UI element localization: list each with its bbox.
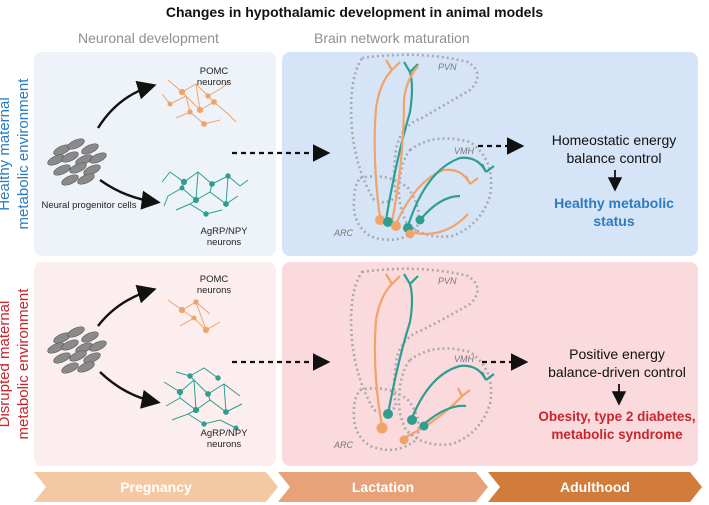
stage-pregnancy-chevron [34, 472, 278, 502]
region-label-arc-disrupted: ARC [334, 440, 354, 450]
panel-healthy-network-maturation [282, 52, 698, 256]
stage-adulthood: Adulthood [488, 472, 702, 502]
outcome-disrupted-line1: Positive energy [569, 346, 665, 362]
region-label-vmh-disrupted: VMH [454, 354, 474, 364]
column-heading-brain-network-maturation: Brain network maturation [314, 30, 470, 46]
pomc-neuron-cluster-healthy [161, 79, 237, 127]
stage-adulthood-chevron [488, 472, 702, 502]
progenitor-cell-cluster-healthy [45, 136, 109, 188]
column-heading-neuronal-development: Neuronal development [78, 30, 219, 46]
region-label-pvn-healthy: PVN [438, 62, 457, 72]
arrow-to-agrp-disrupted [99, 371, 161, 409]
status-disrupted-line1: Obesity, type 2 diabetes, [538, 409, 696, 424]
neuron-projections-disrupted [373, 273, 495, 439]
region-label-vmh-healthy: VMH [454, 146, 474, 156]
agrp-neuron-cluster-disrupted [163, 367, 243, 431]
outcome-healthy-line1: Homeostatic energy [551, 132, 677, 148]
region-label-pvn-disrupted: PVN [438, 276, 457, 286]
label-neural-progenitor-cells: Neural progenitor cells [41, 200, 137, 211]
status-disrupted-line2: metabolic syndrome [551, 427, 683, 442]
arrow-to-pomc-healthy [96, 80, 157, 129]
stage-lactation-chevron [278, 472, 488, 502]
status-healthy: Healthy metabolic status [528, 194, 700, 230]
stage-adulthood-label: Adulthood [560, 479, 630, 495]
stage-pregnancy-label: Pregnancy [120, 479, 192, 495]
label-pomc-neurons-healthy: POMC neurons [196, 66, 232, 88]
status-healthy-line2: status [593, 213, 635, 229]
agrp-neuron-cluster-healthy [161, 171, 249, 217]
brain-region-outlines-disrupted [349, 267, 493, 452]
region-label-arc-healthy: ARC [334, 228, 354, 238]
label-pomc-neurons-disrupted: POMC neurons [196, 274, 232, 296]
label-agrp-npy-neurons-healthy: AgRP/NPY neurons [200, 226, 248, 248]
outcome-healthy: Homeostatic energy balance control [528, 131, 700, 167]
panel-disrupted-network-maturation [282, 262, 698, 466]
stage-lactation-label: Lactation [351, 479, 415, 495]
neuron-somata-disrupted [376, 409, 429, 445]
status-disrupted: Obesity, type 2 diabetes, metabolic synd… [528, 408, 706, 444]
outcome-disrupted: Positive energy balance-driven control [530, 345, 704, 381]
arrow-to-pomc-disrupted [97, 284, 157, 327]
pomc-neuron-cluster-disrupted [167, 299, 221, 334]
figure-title: Changes in hypothalamic development in a… [165, 4, 544, 20]
stage-lactation: Lactation [278, 472, 488, 502]
outcome-healthy-line2: balance control [566, 150, 662, 166]
outcome-disrupted-line2: balance-driven control [548, 364, 686, 380]
arrow-to-agrp-healthy [99, 179, 161, 210]
neuron-projections-healthy [373, 59, 495, 235]
stage-pregnancy: Pregnancy [34, 472, 278, 502]
progenitor-cell-cluster-disrupted [45, 324, 109, 376]
status-healthy-line1: Healthy metabolic [554, 195, 674, 211]
neuron-somata-healthy [375, 215, 425, 239]
label-agrp-npy-neurons-disrupted: AgRP/NPY neurons [200, 428, 248, 450]
